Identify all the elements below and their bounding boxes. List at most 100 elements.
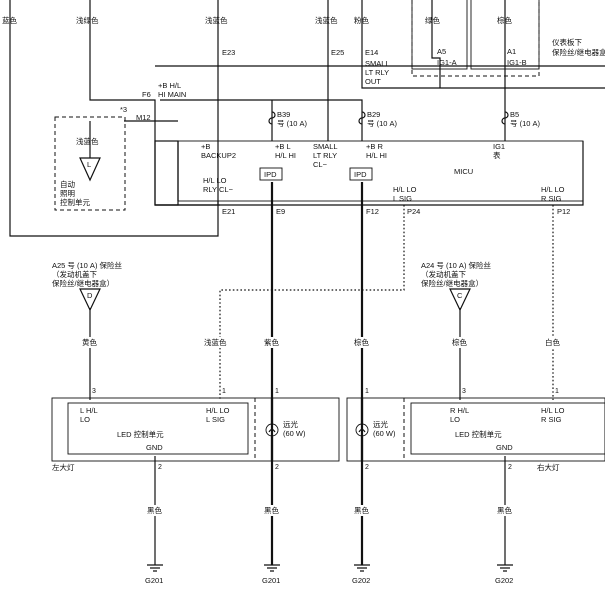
fuse-b29-symbol [358,111,366,125]
ground-g202-b: G202 [495,576,513,585]
label-black-3: 黑色 [354,505,369,515]
label-brown-a24: 棕色 [452,337,467,347]
lbl-bg-black-4 [495,505,515,516]
top-wire-labels: 蓝色 浅绿色 浅蓝色 浅蓝色 粉色 绿色 棕色 [2,15,512,25]
under-dash-fuse-box: A5 A1 IG1-A IG1-B 仪表板下 保险丝/继电器盒 [411,0,605,77]
left-lamp-lhl-2: LO [80,415,90,424]
connector-e14: E14 [365,48,378,57]
ground-g202-a: G202 [352,576,370,585]
fuse-b29-rating: 号 (10 A) [367,119,398,128]
micu-hi-main-2: HI MAIN [158,90,186,99]
mid-wire-labels: 黄色 浅蓝色 紫色 棕色 棕色 白色 [80,337,563,348]
micu-small-out-3: OUT [365,77,381,86]
label-black-1: 黑色 [147,505,162,515]
pin-ig1b: IG1-B [507,58,527,67]
left-hibeam-label-2: (60 W) [283,429,306,438]
ground-wire-labels: 黑色 黑色 黑色 黑色 [145,505,515,516]
a25-pin-triangle [79,288,101,312]
lbl-bg-black-2 [262,505,282,516]
right-hibeam-label-1: 远光 [373,419,388,429]
ipd-box-right [349,167,373,181]
auto-unit-label-3: 控制单元 [60,197,90,207]
connector-f6: F6 [142,90,151,99]
micu-small-out-1: SMALL [365,59,390,68]
wire-hi-bus [160,99,363,141]
left-lamp-hllo-2: L SIG [206,415,225,424]
connector-p12: P12 [557,207,570,216]
left-hi-pin-2: 2 [275,464,279,471]
ig1-a-box [411,0,468,70]
auto-unit-label-1: 自动 [60,179,75,189]
lbl-bg-brown-mid [352,337,372,348]
lamp-pin-numbers-top: 3 1 1 1 3 1 [92,388,559,395]
label-light-blue-e25: 浅蓝色 [315,15,338,25]
micu-small-cl-3: CL− [313,160,328,169]
right-lamp-hllo-1: H/L LO [541,406,565,415]
hood-fuse-left: A25 号 (10 A) 保险丝 （发动机盖下 保险丝/继电器盒） D [52,260,123,312]
micu-ig1-1: IG1 [493,142,505,151]
ground-g201-b: G201 [262,576,280,585]
micu-left-cover [154,140,179,206]
ground-symbol-g202-a: G202 [352,564,370,585]
lbl-bg-white [543,337,563,348]
connector-f12: F12 [366,207,379,216]
micu-rsig-1: H/L LO [541,185,565,194]
pin-ig1a: IG1-A [437,58,457,67]
label-yellow: 黄色 [82,337,97,347]
right-lamp-gnd: GND [496,443,513,452]
ipd-label-right: IPD [354,170,367,179]
connector-e9: E9 [276,207,285,216]
micu-lo-rly-2: RLY CL− [203,185,234,194]
ground-g201-a: G201 [145,576,163,585]
label-black-4: 黑色 [497,505,512,515]
ipd-label-left: IPD [264,170,277,179]
micu-rsig-2: R SIG [541,194,562,203]
fuse-b29-label: B29 [367,110,380,119]
connector-m12: M12 [136,113,151,122]
hood-fuse-right: A24 号 (10 A) 保险丝 （发动机盖下 保险丝/继电器盒） C [421,260,492,312]
auto-light-control-unit: 浅蓝色 L 自动 照明 控制单元 [54,116,126,211]
fuse-b5-rating: 号 (10 A) [510,119,541,128]
right-hi-pin-2: 2 [365,464,369,471]
connector-e23: E23 [222,48,235,57]
a24-pin: C [457,291,463,300]
a25-pin: D [87,291,93,300]
connector-star3: *3 [120,105,127,114]
auto-unit-dashed-box [54,116,126,211]
label-blue-top: 蓝色 [2,15,17,25]
lbl-bg-black-1 [145,505,165,516]
auto-unit-label-2: 照明 [60,189,75,198]
micu-small-cl-1: SMALL [313,142,338,151]
left-hibeam-label-1: 远光 [283,419,298,429]
left-gnd-pin-2: 2 [158,464,162,471]
micu-small-cl-2: LT RLY [313,151,337,160]
left-lamp-outer-box [51,397,340,462]
micu-lsig-1: H/L LO [393,185,417,194]
fuse-b5-symbol [501,111,509,125]
lbl-bg-lightblue [202,337,230,348]
left-led-unit-box [67,402,249,455]
fuse-b5-label: B5 [510,110,519,119]
left-pin-3: 3 [92,388,96,395]
micu-lo-rly-1: H/L LO [203,176,227,185]
a24-pin-triangle [449,288,471,312]
lbl-bg-yellow [80,337,100,348]
right-lamp-rhl-1: R H/L [450,406,469,415]
wire-blue-left [9,0,219,237]
connector-e25: E25 [331,48,344,57]
label-light-blue-lsig: 浅蓝色 [204,337,227,347]
micu-lsig-2: L SIG [393,194,412,203]
right-pin-1-hi: 1 [365,388,369,395]
right-hibeam-filament [358,428,366,433]
label-black-2: 黑色 [264,505,279,515]
auto-unit-pin: L [87,160,91,169]
lamp-pin-numbers-bottom: 2 2 2 2 [158,464,512,471]
auto-unit-color: 浅蓝色 [76,136,99,146]
left-lamp-gnd: GND [146,443,163,452]
pin-a1: A1 [507,47,516,56]
left-pin-1-hi: 1 [275,388,279,395]
right-lamp-hllo-2: R SIG [541,415,562,424]
connector-labels: E23 E25 E14 SMALL LT RLY OUT +B H/L F6 H… [120,48,390,122]
lbl-bg-purple [262,337,282,348]
